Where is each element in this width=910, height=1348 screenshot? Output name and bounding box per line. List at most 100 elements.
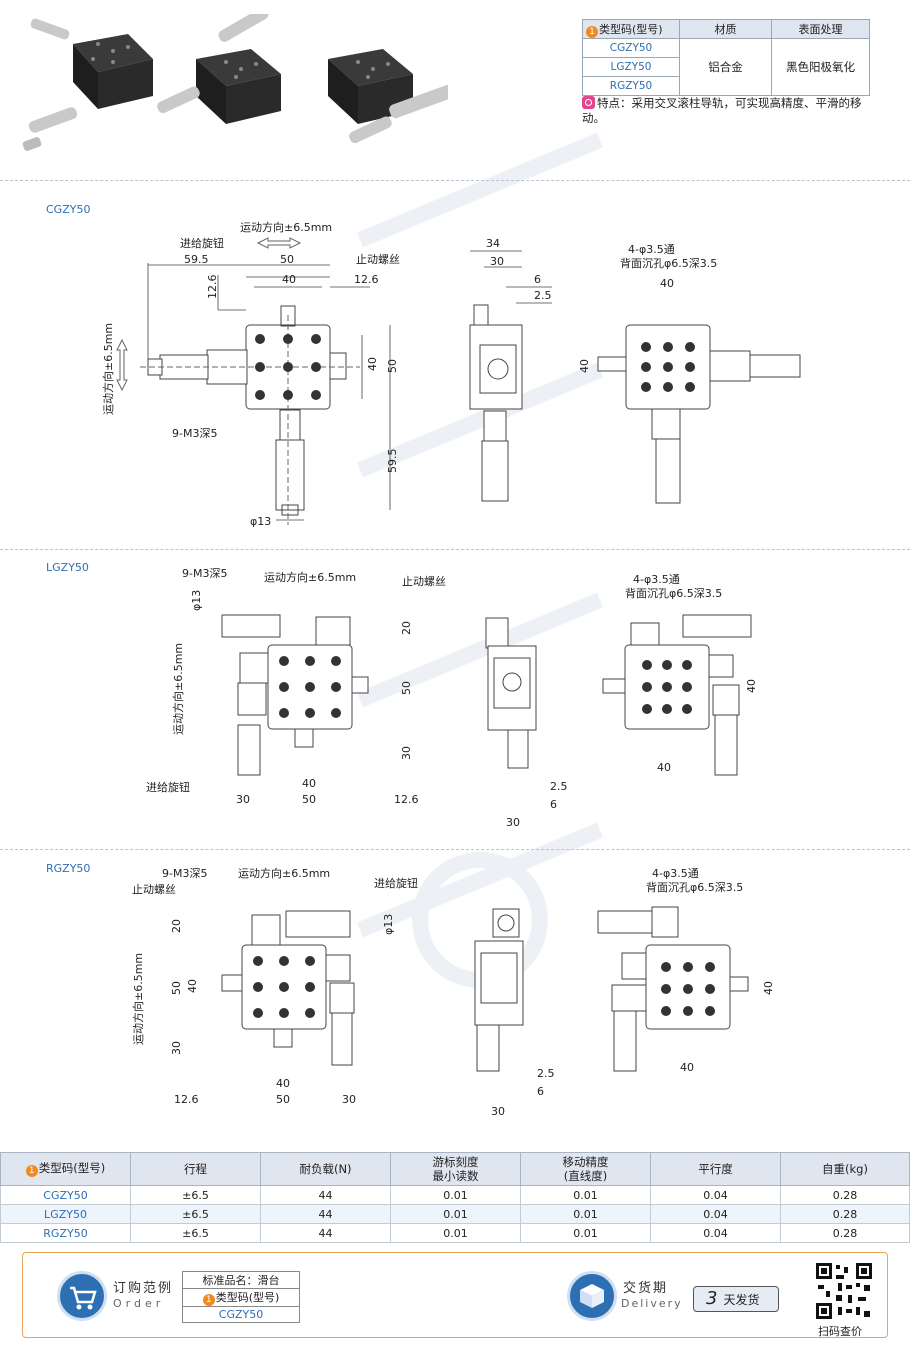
order-type-value[interactable]: CGZY50 (182, 1306, 300, 1323)
row-weight: 0.28 (780, 1185, 910, 1205)
cgzy50-side-view: 34 30 6 2.5 (469, 237, 552, 502)
label-feed-knob: 进给旋钮 (180, 236, 224, 250)
section-divider (0, 180, 910, 181)
photo-lgzy50 (157, 14, 281, 124)
row-code[interactable]: CGZY50 (0, 1185, 131, 1205)
lgzy50-side-view: 2.5 6 30 (485, 617, 568, 829)
params-header-accuracy: 移动精度 (直线度) (520, 1152, 651, 1186)
spec-material: 铝合金 (679, 38, 772, 96)
table-row: CGZY50 ±6.5 44 0.01 0.01 0.04 0.28 (0, 1185, 910, 1205)
label-motion-dir: 运动方向±6.5mm (238, 866, 330, 880)
label-holes: 4-φ3.5通 (633, 573, 680, 586)
dim-12.6: 12.6 (354, 273, 379, 286)
label-dia13: φ13 (382, 914, 395, 935)
spec-code[interactable]: LGZY50 (582, 57, 680, 77)
rgzy50-front-view: 9-M3深5 运动方向±6.5mm 进给旋钮 止动螺丝 φ13 运动方向±6.5… (131, 866, 418, 1106)
row-weight: 0.28 (780, 1223, 910, 1243)
order-subtitle: Order (113, 1297, 165, 1310)
dim-40: 40 (302, 777, 316, 790)
dim-40: 40 (657, 761, 671, 774)
rgzy50-rear-view: 4-φ3.5通 背面沉孔φ6.5深3.5 40 40 (597, 867, 775, 1074)
dim-20-vertical: 20 (170, 919, 183, 933)
dim-30-vertical: 30 (170, 1041, 183, 1055)
row-vernier: 0.01 (390, 1223, 521, 1243)
dim-30-vertical: 30 (400, 746, 413, 760)
label-motion-dir: 运动方向±6.5mm (240, 220, 332, 234)
spec-code[interactable]: RGZY50 (582, 76, 680, 96)
label-stop-screw: 止动螺丝 (356, 253, 400, 266)
dim-6: 6 (534, 273, 541, 286)
dim-40-vertical: 40 (578, 359, 591, 373)
dim-59.5: 59.5 (184, 253, 209, 266)
dim-40-vertical: 40 (186, 979, 199, 993)
row-accuracy: 0.01 (520, 1223, 651, 1243)
cart-icon (57, 1271, 107, 1321)
row-load: 44 (260, 1185, 391, 1205)
section-label-cgzy50: CGZY50 (46, 203, 91, 216)
spec-surface: 黑色阳极氧化 (771, 38, 870, 96)
label-holes: 4-φ3.5通 (652, 867, 699, 880)
delivery-subtitle: Delivery (621, 1297, 683, 1310)
order-std-name: 标准品名：滑台 (182, 1271, 300, 1289)
label-tapped-holes: 9-M3深5 (172, 427, 217, 440)
params-header-load: 耐负载(N) (260, 1152, 391, 1186)
row-code[interactable]: RGZY50 (0, 1223, 131, 1243)
photo-cgzy50 (22, 18, 153, 151)
feature-mark-icon (582, 96, 595, 109)
photo-rgzy50 (328, 49, 448, 144)
lgzy50-rear-view: 4-φ3.5通 背面沉孔φ6.5深3.5 40 40 (602, 573, 758, 776)
dim-50-vertical: 50 (386, 359, 399, 373)
label-motion-dir: 运动方向±6.5mm (264, 570, 356, 584)
dim-50: 50 (280, 253, 294, 266)
order-title: 订购范例 (113, 1281, 174, 1296)
label-holes: 4-φ3.5通 (628, 243, 675, 256)
label-counterbore: 背面沉孔φ6.5深3.5 (646, 880, 743, 894)
dim-2.5: 2.5 (537, 1067, 555, 1080)
params-header-stroke: 行程 (130, 1152, 261, 1186)
dim-40-vertical: 40 (745, 679, 758, 693)
label-tapped-holes: 9-M3深5 (162, 867, 207, 880)
row-stroke: ±6.5 (130, 1223, 261, 1243)
cgzy50-rear-view: 4-φ3.5通 背面沉孔φ6.5深3.5 40 40 (578, 243, 801, 504)
row-vernier: 0.01 (390, 1185, 521, 1205)
label-motion-dir-vertical: 运动方向±6.5mm (171, 643, 185, 735)
delivery-days-badge: 3 天发货 (693, 1286, 779, 1312)
row-load: 44 (260, 1204, 391, 1224)
label-stop-screw: 止动螺丝 (132, 883, 176, 896)
label-stop-screw: 止动螺丝 (402, 575, 446, 588)
row-stroke: ±6.5 (130, 1204, 261, 1224)
delivery-days-number: 3 (706, 1288, 718, 1309)
dim-50: 50 (302, 793, 316, 806)
row-code[interactable]: LGZY50 (0, 1204, 131, 1224)
dim-59.5-vertical: 59.5 (386, 449, 399, 474)
dim-40-vertical: 40 (762, 981, 775, 995)
rgzy50-side-view: 2.5 6 30 (474, 908, 555, 1118)
dim-40: 40 (660, 277, 674, 290)
row-load: 44 (260, 1223, 391, 1243)
dim-34: 34 (486, 237, 500, 250)
qr-label: 扫码查价 (818, 1325, 862, 1338)
row-vernier: 0.01 (390, 1204, 521, 1224)
params-header-parallelism: 平行度 (650, 1152, 781, 1186)
dim-30: 30 (342, 1093, 356, 1106)
dim-6: 6 (550, 798, 557, 811)
delivery-days-text: 天发货 (723, 1293, 760, 1307)
spec-header-surface: 表面处理 (771, 19, 870, 39)
spec-code[interactable]: CGZY50 (582, 38, 680, 58)
dim-30: 30 (236, 793, 250, 806)
row-accuracy: 0.01 (520, 1204, 651, 1224)
dim-30: 30 (490, 255, 504, 268)
row-parallelism: 0.04 (650, 1223, 781, 1243)
delivery-title: 交货期 (623, 1281, 669, 1296)
params-header-weight: 自重(kg) (780, 1152, 910, 1186)
dim-50-vertical: 50 (400, 681, 413, 695)
qr-code-icon[interactable] (816, 1263, 872, 1319)
delivery-box-icon (567, 1271, 617, 1321)
dim-40: 40 (282, 273, 296, 286)
